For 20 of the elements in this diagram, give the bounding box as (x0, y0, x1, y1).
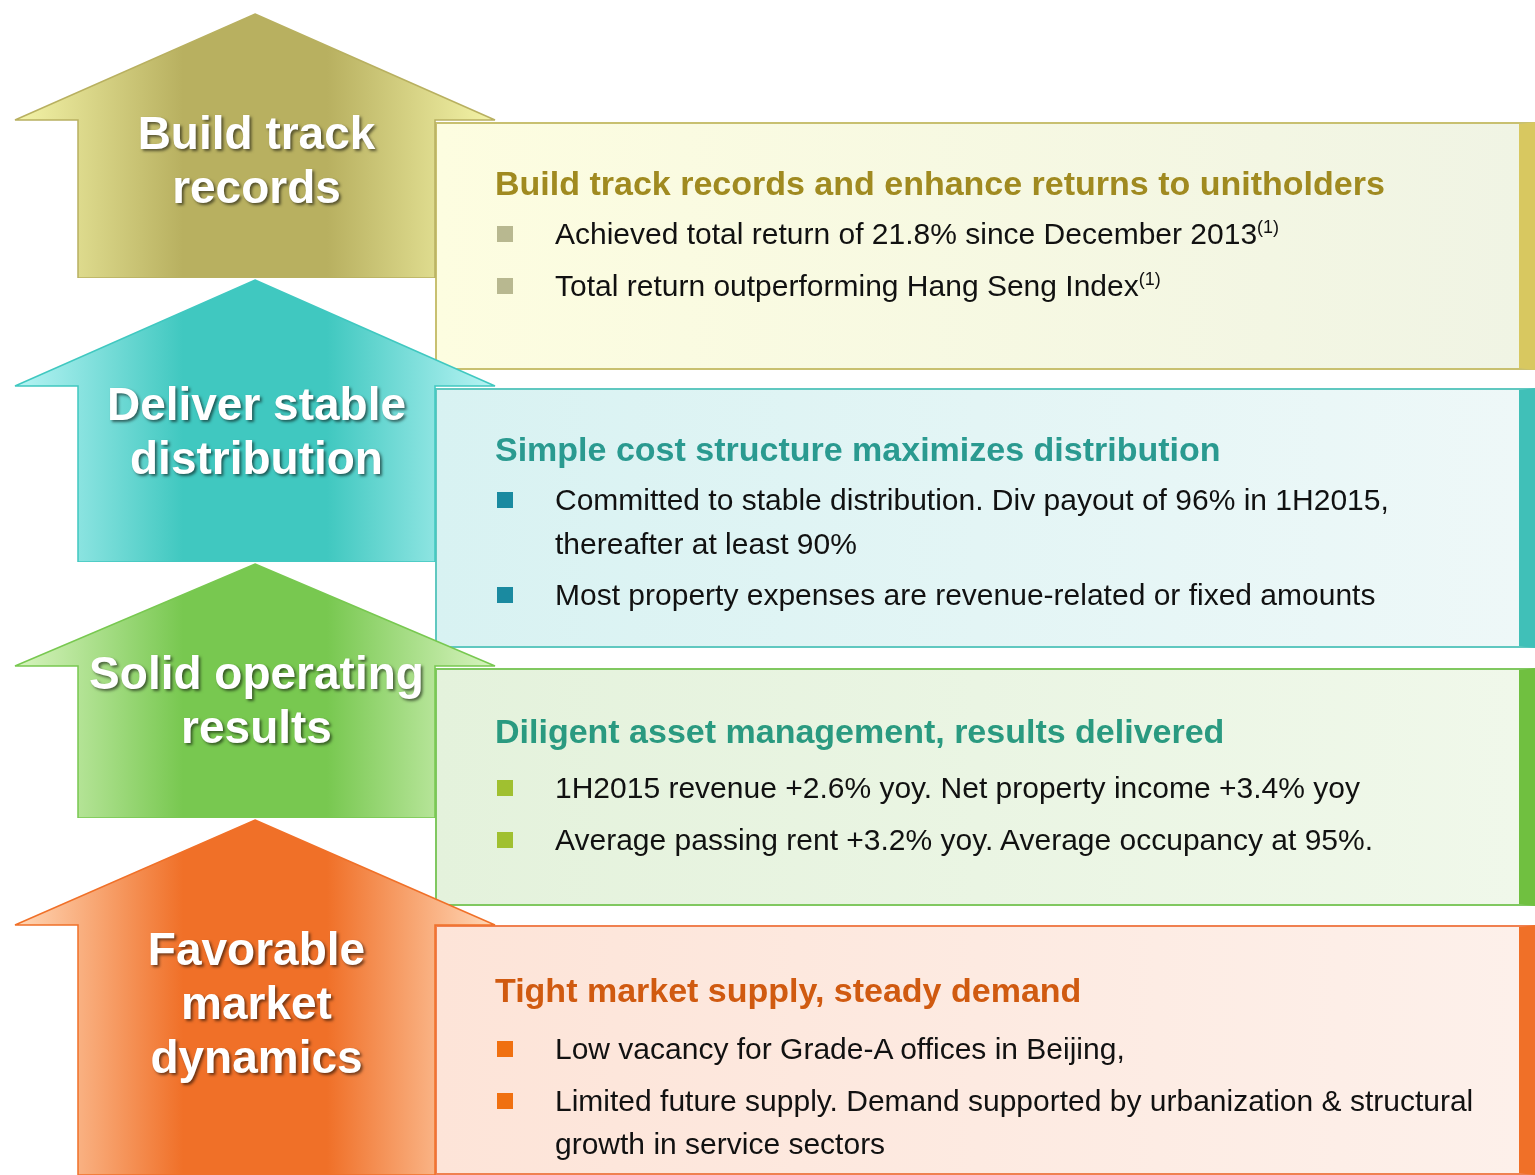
arrow-label: Favorable market dynamics (146, 923, 367, 1085)
bullet-text: Committed to stable distribution. Div payout of 96% in 1H2015, thereafter at least 90% (497, 478, 1499, 565)
arrow-label: Solid operating results (88, 647, 425, 755)
panel-heading: Build track records and enhance returns to unitholders (495, 164, 1385, 203)
info-panel (435, 122, 1535, 370)
bullet-text: Low vacancy for Grade-A offices in Beijing, (497, 1027, 1499, 1071)
arrow-label: Build track records (136, 107, 377, 215)
panel-heading: Tight market supply, steady demand (495, 971, 1082, 1010)
panel-heading: Diligent asset management, results delivered (495, 712, 1225, 751)
bullet-text: Limited future supply. Demand supported by urbanization & structural growth in service sectors (497, 1078, 1499, 1166)
bullet-text: Achieved total return of 21.8% since December 2013$^{(1)}$ (497, 212, 1499, 256)
bullet-text: Average passing rent +3.2% yoy. Average occupancy at 95%. (497, 817, 1499, 861)
info-panel (435, 668, 1535, 906)
arrow-label: Deliver stable distribution (105, 378, 408, 486)
bullet-text: Total return outperforming Hang Seng Index$^{(1)}$ (497, 263, 1499, 307)
info-panel (435, 925, 1535, 1175)
bullet-text: 1H2015 revenue +2.6% yoy. Net property income +3.4% yoy (497, 766, 1499, 810)
bullet-text: Most property expenses are revenue-related or fixed amounts (497, 573, 1499, 617)
panel-heading: Simple cost structure maximizes distribution (495, 430, 1221, 469)
info-panel (435, 388, 1535, 648)
